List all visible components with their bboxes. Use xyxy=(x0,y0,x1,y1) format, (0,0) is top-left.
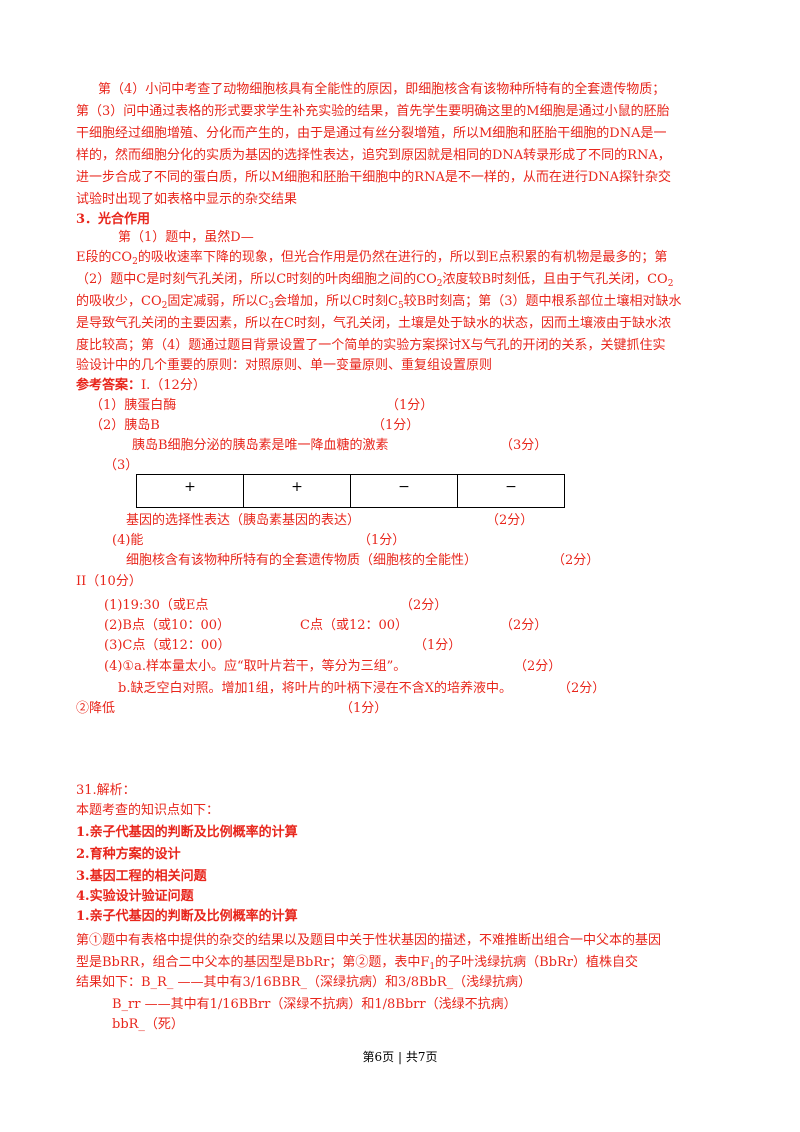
para1-line1: 第（4）小问中考查了动物细胞核具有全能性的原因，即细胞核含有该物种所特有的全套遗… xyxy=(98,82,666,97)
answer-header: 参考答案：I.（12分） xyxy=(76,378,206,393)
content-line1: 第①题中有表格中提供的杂交的结果以及题目中关于性状基因的描述，不难推断出组合一中… xyxy=(76,933,662,948)
answer-1: （1）胰蛋白酶 xyxy=(90,398,177,413)
answer-3-detail-score: （2分） xyxy=(486,513,534,528)
para2-line4: 的吸收少，CO2固定减弱，所以C3会增加，所以C时刻C5较B时刻高；第（3）题中… xyxy=(76,294,682,311)
section31-intro: 本题考查的知识点如下： xyxy=(76,803,220,818)
part2-answer-5: b.缺乏空白对照。增加1组，将叶片的叶柄下浸在不含X的培养液中。 xyxy=(118,681,512,696)
para2-line6: 度比较高；第（4）题通过题目背景设置了一个简单的实验方案探讨X与气孔的开闭的关系… xyxy=(76,338,666,353)
para1-line6: 试验时出现了如表格中显示的杂交结果 xyxy=(76,192,298,207)
page-footer: 第6页 | 共7页 xyxy=(362,1050,438,1064)
result-table: + + − − xyxy=(136,474,565,508)
answer-1-score: （1分） xyxy=(386,398,434,413)
part2-answer-3-score: （1分） xyxy=(414,638,462,653)
content-line4: B_rr ——其中有1/16BBrr（深绿不抗病）和1/8Bbrr（浅绿不抗病） xyxy=(112,997,517,1012)
table-cell: − xyxy=(505,479,517,495)
para2-line1: 第（1）题中，虽然D— xyxy=(118,230,254,245)
section31-title: 31.解析： xyxy=(76,783,136,798)
para1-line4: 样的，然而细胞分化的实质为基因的选择性表达，追究到原因就是相同的DNA转录形成了… xyxy=(76,148,671,163)
part2-answer-2: (2)B点（或10：00） xyxy=(104,618,231,633)
table-cell: − xyxy=(351,475,458,507)
knowledge-point-4: 4.实验设计验证问题 xyxy=(76,889,194,904)
section-heading-photosynthesis: 3．光合作用 xyxy=(76,212,151,227)
content-line3: 结果如下：B_R_ ——其中有3/16BBR_（深绿抗病）和3/8BbR_（浅绿… xyxy=(76,975,532,990)
answer-4-detail: 细胞核含有该物种所特有的全套遗传物质（细胞核的全能性） xyxy=(126,553,478,568)
para2-line5: 是导致气孔关闭的主要因素，所以在C时刻，气孔关闭，土壤是处于缺水的状态，因而土壤… xyxy=(76,316,671,331)
para2-line3: （2）题中C是时刻气孔关闭，所以C时刻的叶肉细胞之间的CO2浓度较B时刻低，且由… xyxy=(76,272,674,289)
para2-line2: E段的CO2的吸收速率下降的现象，但光合作用是仍然在进行的，所以到E点积累的有机… xyxy=(76,250,668,267)
part2-answer-3: (3)C点（或12：00） xyxy=(104,638,231,653)
circled-one-glyph: ① xyxy=(89,933,103,948)
knowledge-point-2: 2.育种方案的设计 xyxy=(76,847,181,862)
table-cell: + xyxy=(244,475,351,507)
answer-2: （2）胰岛B xyxy=(90,418,160,433)
para1-line2: 第（3）问中通过表格的形式要求学生补充实验的结果，首先学生要明确这里的M细胞是通… xyxy=(76,104,670,119)
circled-two-glyph: ② xyxy=(355,955,369,970)
part2-header: II（10分） xyxy=(76,574,142,589)
para1-line3: 干细胞经过细胞增殖、分化而产生的，由于是通过有丝分裂增殖，所以M细胞和胚胎干细胞… xyxy=(76,126,667,141)
part2-answer-6-score: （1分） xyxy=(340,701,388,716)
part2-answer-6: ②降低 xyxy=(76,701,116,716)
part2-answer-2-mid: C点（或12：00） xyxy=(300,618,409,633)
content-line5: bbR_（死） xyxy=(112,1017,184,1032)
knowledge-point-3: 3.基因工程的相关问题 xyxy=(76,869,207,884)
part2-answer-1-score: （2分） xyxy=(400,598,448,613)
table-cell: + xyxy=(137,475,244,507)
answer-3-detail: 基因的选择性表达（胰岛素基因的表达） xyxy=(126,513,361,528)
content-line2: 型是BbRR，组合二中父本的基因型是BbRr；第②题，表中F1的子叶浅绿抗病（B… xyxy=(76,955,639,972)
part2-answer-2-score: （2分） xyxy=(500,618,548,633)
knowledge-point-1-repeat: 1.亲子代基因的判断及比例概率的计算 xyxy=(76,909,298,924)
circled-two-glyph: ② xyxy=(76,701,90,716)
circled-one-glyph: ① xyxy=(122,659,135,674)
para2-line7: 验设计中的几个重要的原则：对照原则、单一变量原则、重复组设置原则 xyxy=(76,358,493,373)
answer-4-score: （1分） xyxy=(358,533,406,548)
answer-2-score: （1分） xyxy=(372,418,420,433)
answer-2-detail-score: （3分） xyxy=(500,438,548,453)
answer-4-detail-score: （2分） xyxy=(552,553,600,568)
answer-3: （3） xyxy=(104,458,139,473)
part2-answer-5-score: （2分） xyxy=(558,681,606,696)
part2-answer-4-score: （2分） xyxy=(514,659,562,674)
answer-4: (4)能 xyxy=(112,533,144,548)
part2-answer-1: (1)19:30（或E点 xyxy=(104,598,209,613)
part2-answer-4: (4)①a.样本量太小。应“取叶片若干，等分为三组”。 xyxy=(104,659,407,674)
para1-line5: 进一步合成了不同的蛋白质，所以M细胞和胚胎干细胞中的RNA是不一样的，从而在进行… xyxy=(76,170,672,185)
answer-2-detail: 胰岛B细胞分泌的胰岛素是唯一降血糖的激素 xyxy=(132,438,389,453)
knowledge-point-1: 1.亲子代基因的判断及比例概率的计算 xyxy=(76,825,298,840)
